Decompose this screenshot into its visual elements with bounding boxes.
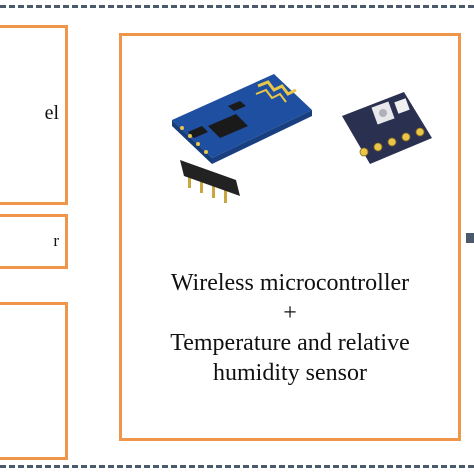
- esp-wifi-module: [172, 74, 312, 203]
- left-block-1-label: el: [44, 102, 59, 124]
- left-block-2-label: r: [53, 231, 59, 250]
- left-block-2: r: [0, 214, 68, 269]
- right-connector-arrow: [466, 233, 474, 243]
- main-label-line-1: Wireless microcontroller: [170, 270, 410, 296]
- left-block-1: el: [0, 25, 68, 205]
- main-label-line-3: Temperature and relative: [170, 330, 410, 356]
- main-label-line-4: humidity sensor: [213, 360, 367, 386]
- left-block-3: [0, 302, 68, 460]
- main-block-label: Wireless microcontroller + Temperature a…: [122, 268, 458, 388]
- main-block: Wireless microcontroller + Temperature a…: [119, 33, 461, 441]
- dashed-boundary-bottom: [0, 465, 474, 468]
- temperature-humidity-sensor-board: [342, 92, 432, 164]
- dashed-boundary-top: [0, 5, 474, 8]
- main-label-plus: +: [283, 300, 297, 326]
